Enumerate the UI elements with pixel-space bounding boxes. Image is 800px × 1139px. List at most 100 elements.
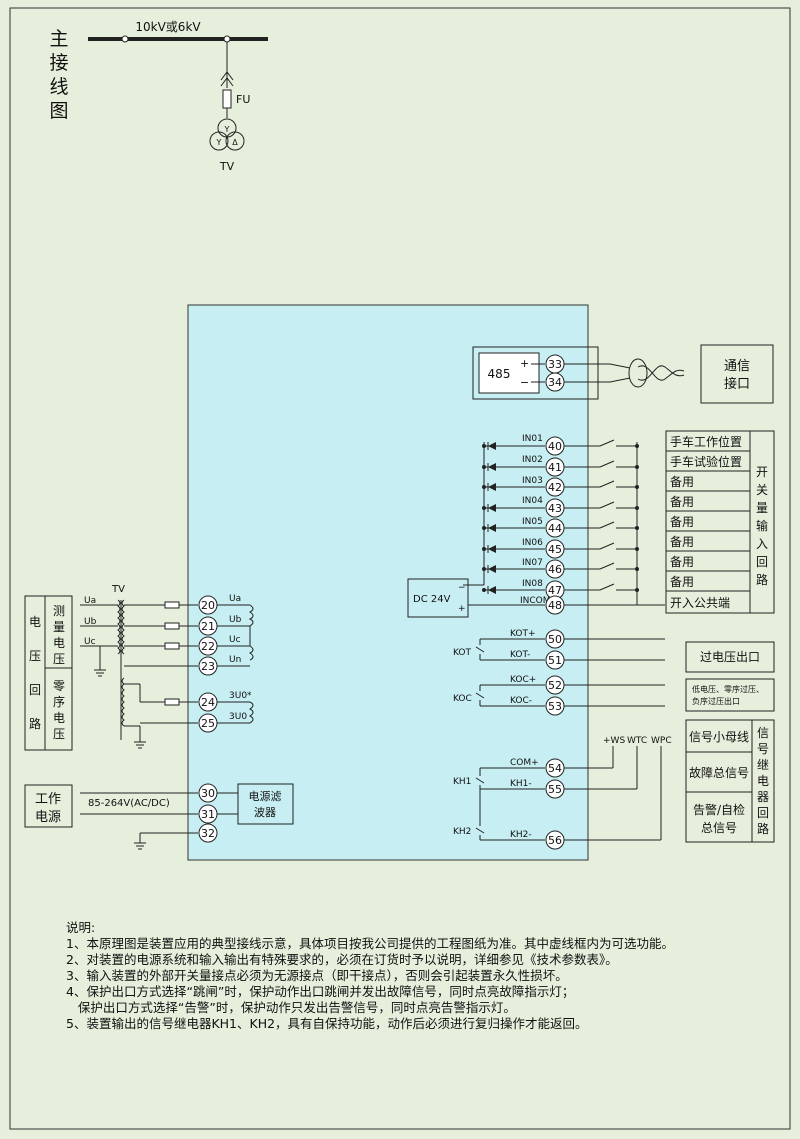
terminal-56[interactable] [545,830,565,850]
signal-side-char: 继 [757,758,769,772]
input-label: IN06 [522,538,543,548]
terminal-43[interactable] [545,498,565,518]
koc-plus-label: KOC+ [510,675,536,685]
signal-side-char: 电 [757,774,769,788]
zero-char: 电 [53,711,65,725]
meas-char: 量 [53,620,65,634]
switch-contact-icon [599,439,615,447]
junction-dot [482,547,486,551]
power-filter-box [237,783,294,825]
protect-note-line2: 负序过压出口 [692,696,740,706]
fuse-icon [164,622,180,630]
meas-char: 压 [53,652,65,666]
terminal-43-label: 43 [548,502,562,515]
note-line: 1、本原理图是装置应用的典型接线示意，具体项目按我公司提供的工程图纸为准。其中虚… [66,936,674,951]
terminal-45[interactable] [545,539,565,559]
voltage-col-char: 路 [29,716,41,731]
terminal-44[interactable] [545,518,565,538]
terminal-41[interactable] [545,457,565,477]
com-plus-label: COM+ [510,758,539,768]
input-table: 手车工作位置 手车试验位置 备用 备用 备用 备用 备用 备用 开入公共端 开 … [665,430,775,614]
koc-minus-label: KOC- [510,696,532,706]
diode-icon [488,565,496,573]
koc-label: KOC [453,694,472,704]
kh1-label: KH1 [453,777,471,787]
dc-plus: + [458,604,466,614]
signal-row: 总信号 [701,821,737,835]
tv-coil-delta: Δ [232,138,238,147]
fuse-icon [164,642,180,650]
input-side-char: 回 [756,555,768,569]
ua-label: Ua [84,596,96,606]
input-label: IN07 [522,558,543,568]
diode-icon [488,463,496,471]
terminal-42[interactable] [545,477,565,497]
voltage-circuit: 电 压 回 路 测 量 电 压 零 序 电 压 TV Ua Ub Uc [24,584,254,751]
terminal-30-label: 30 [201,787,215,800]
comm-box-line1: 通信 [724,359,750,374]
terminal-23-label: 23 [201,660,215,673]
input-side-char: 输 [756,518,768,533]
tv-coil-y2: Y [216,138,222,147]
terminal-25-label: 25 [201,717,215,730]
junction-dot [635,526,639,530]
terminal-48[interactable] [545,595,565,615]
terminal-54[interactable] [545,758,565,778]
fuse-icon [164,698,180,706]
rs485-label: 485 [488,367,511,381]
protect-note-box [685,678,775,712]
terminal-55[interactable] [545,779,565,799]
voltage-col-char: 压 [29,649,41,663]
terminal-32[interactable] [198,823,218,843]
notes: 说明: 1、本原理图是装置应用的典型接线示意，具体项目按我公司提供的工程图纸为准… [66,920,674,1031]
terminal-45-label: 45 [548,543,562,556]
dc-supply-box [407,578,469,618]
trip-outputs: KOT KOT+ KOT- 50 51 KOC KOC+ KOC- 52 53 [453,629,665,716]
input-label: IN02 [522,455,543,465]
voltage-tv-label: TV [111,584,125,595]
signal-side-char: 路 [757,821,769,836]
main-wiring-title: 主 接 线 图 [49,28,68,122]
junction-dot [635,506,639,510]
terminal-55-label: 55 [548,783,562,796]
overvoltage-label: 过电压出口 [700,650,760,664]
input-label: IN01 [522,434,543,444]
terminal-32-label: 32 [201,827,215,840]
rs485-module [478,352,540,394]
note-line: 4、保护出口方式选择“跳闸”时，保护动作出口跳闸并发出故障信号，同时点亮故障指示… [66,984,574,999]
terminal-21-label: 21 [201,620,215,633]
comm-box-line2: 接口 [724,376,750,392]
terminal-40[interactable] [545,436,565,456]
tv-label: TV [219,160,235,173]
junction-dot [635,588,639,592]
terminal-33-label: 33 [548,358,562,371]
tv-coil-icon [117,599,121,655]
input-row: 开入公共端 [670,596,730,610]
wpc-label: WPC [651,736,672,746]
terminal-34-label: 34 [548,376,562,389]
overvoltage-box [685,641,775,673]
switch-contact-icon [599,542,615,550]
incom-label: INCOM [520,596,551,606]
junction-dot [482,526,486,530]
terminal-46[interactable] [545,559,565,579]
input-row: 备用 [670,575,694,589]
terminal-31-label: 31 [201,808,215,821]
meas-char: 测 [53,604,65,618]
signal-row: 信号小母线 [689,730,749,744]
bus-label: 10kV或6kV [135,20,201,34]
input-side-char: 路 [756,572,768,587]
junction-dot [635,444,639,448]
signal-side-char: 号 [757,742,769,756]
input-row: 备用 [670,535,694,549]
tv-coil-y: Y [224,125,230,134]
diode-icon [488,442,496,450]
input-row: 备用 [670,515,694,529]
signal-table: 信号小母线 故障总信号 告警/自检 总信号 信 号 继 电 器 回 路 [685,719,775,843]
power-label-box [24,784,73,828]
switch-contact-icon [599,583,615,591]
comm-interface-box [700,344,774,404]
zero-char: 零 [53,679,65,693]
diode-icon [488,524,496,532]
